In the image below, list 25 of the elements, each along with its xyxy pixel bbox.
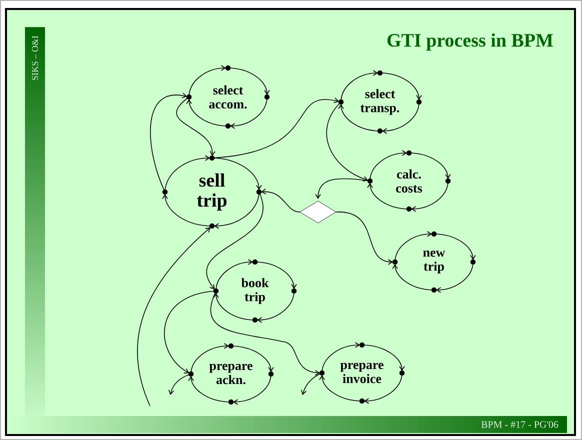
node-label: sell trip xyxy=(197,173,227,211)
node-label: select accom. xyxy=(209,85,247,109)
node-label: book trip xyxy=(241,278,269,304)
arrow xyxy=(176,96,216,156)
arrow xyxy=(164,290,216,374)
arrow xyxy=(210,290,320,376)
node-label: calc. costs xyxy=(396,169,422,193)
footer-label: BPM - #17 - PG'06 xyxy=(481,421,558,428)
arrow xyxy=(212,98,340,158)
arrow xyxy=(168,374,192,396)
arrow xyxy=(336,212,393,265)
node-label: prepare invoice xyxy=(340,362,384,384)
decision-diamond xyxy=(300,200,336,224)
arrow xyxy=(150,92,188,192)
node-label: new trip xyxy=(423,250,446,274)
node-label: select transp. xyxy=(360,89,400,115)
arrow xyxy=(300,372,322,396)
slide-title: GTI process in BPM xyxy=(387,33,553,51)
side-label: SIKS – O&I xyxy=(32,36,38,80)
arrow xyxy=(206,192,264,290)
arrow xyxy=(315,178,370,199)
arrow xyxy=(326,102,368,182)
arrow xyxy=(137,227,210,406)
node-label: prepare ackn. xyxy=(209,364,252,384)
arrow xyxy=(261,188,300,212)
